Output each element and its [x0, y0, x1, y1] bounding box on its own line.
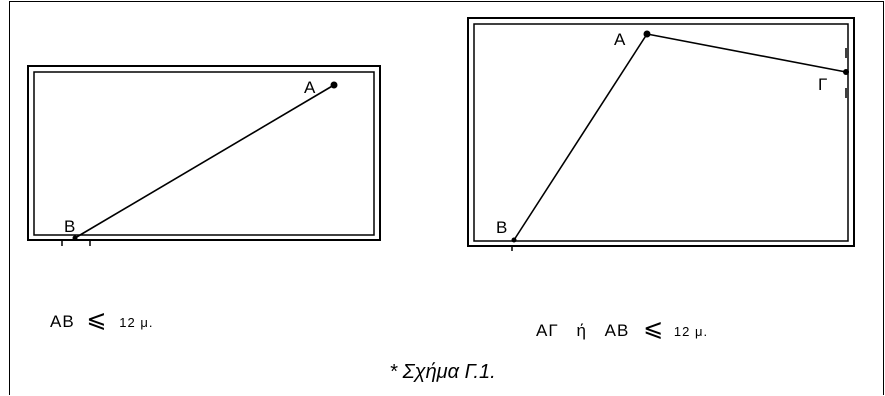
- left-point-a-label: A: [304, 78, 316, 97]
- left-segment-ab: [74, 84, 335, 239]
- left-formula-value: 12 μ.: [119, 315, 154, 330]
- right-formula-relation: ⩽: [643, 315, 665, 342]
- right-point-a-dot: [643, 30, 651, 38]
- left-point-b-label: B: [64, 217, 75, 236]
- right-room-outer-wall: [467, 17, 855, 247]
- right-point-g-label: Γ: [818, 75, 827, 94]
- left-room-outer-wall: [27, 65, 381, 241]
- right-diagram: A Γ B: [467, 17, 855, 251]
- left-point-a-dot: [330, 81, 338, 89]
- right-formula-value: 12 μ.: [673, 324, 709, 339]
- right-formula: AΓ ή AB ⩽ 12 μ.: [536, 314, 708, 343]
- right-point-g-dot: [843, 69, 849, 75]
- figure-frame: [9, 1, 884, 395]
- right-point-b-dot: [511, 237, 517, 243]
- left-room-inner-wall: [33, 71, 375, 236]
- left-formula-lhs: AB: [50, 312, 75, 331]
- right-room-inner-wall: [473, 23, 849, 242]
- right-point-a-label: A: [614, 30, 626, 49]
- left-formula-relation: ⩽: [86, 306, 108, 333]
- left-point-b-dot: [72, 235, 78, 241]
- right-formula-lhs1: AΓ: [536, 321, 559, 340]
- right-formula-connector: ή: [576, 321, 587, 340]
- right-segment-ba: [513, 33, 648, 241]
- right-point-b-label: B: [496, 218, 507, 237]
- left-diagram: A B: [27, 65, 381, 246]
- left-formula: AB ⩽ 12 μ.: [50, 305, 153, 334]
- right-formula-lhs2: AB: [604, 321, 630, 340]
- figure-caption: * Σχήμα Γ.1.: [389, 361, 496, 383]
- right-segment-ag: [646, 33, 847, 73]
